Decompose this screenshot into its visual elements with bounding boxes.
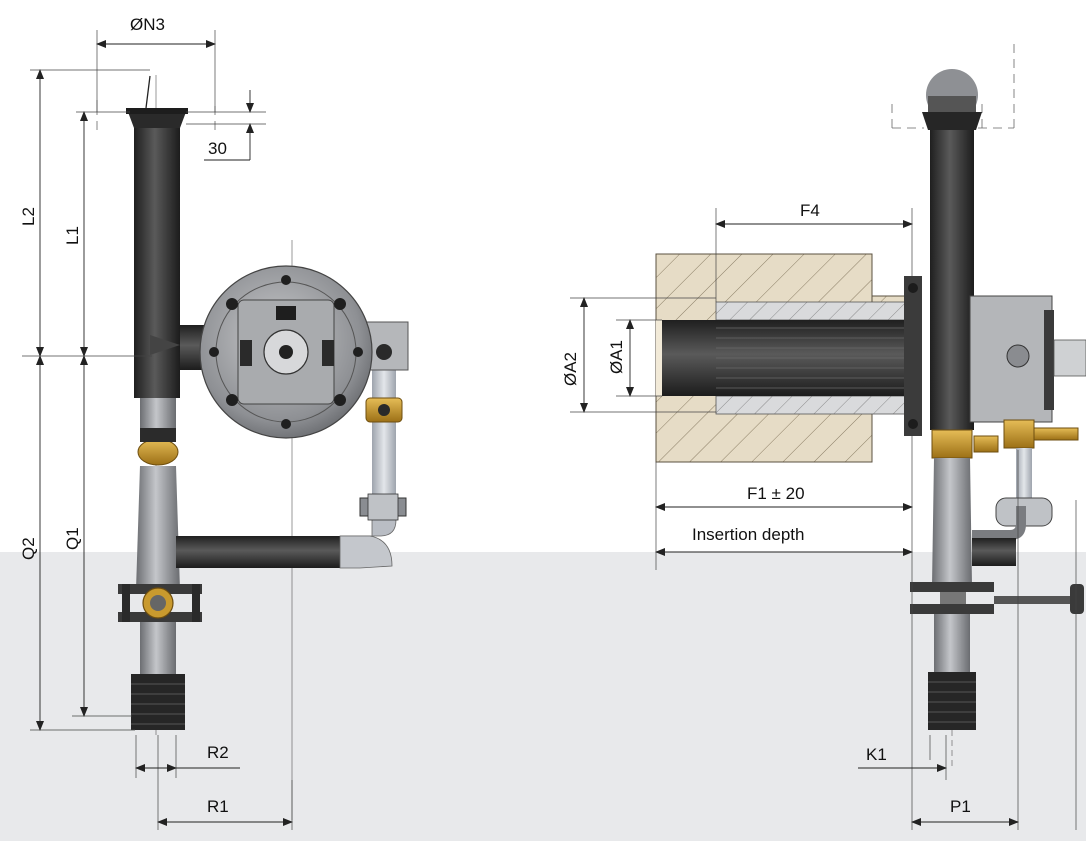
label-a2: ØA2 xyxy=(561,352,580,386)
label-k1: K1 xyxy=(866,745,887,764)
label-a1: ØA1 xyxy=(607,340,626,374)
label-p1: P1 xyxy=(950,797,971,816)
side-view-dimensions xyxy=(570,208,1077,830)
label-insertion-depth: Insertion depth xyxy=(692,525,804,544)
label-r2: R2 xyxy=(207,743,229,762)
label-l1: L1 xyxy=(63,226,82,245)
front-view xyxy=(96,75,409,820)
label-n3: ØN3 xyxy=(130,15,165,34)
label-f1: F1 ± 20 xyxy=(747,484,805,503)
label-f4: F4 xyxy=(800,201,820,220)
side-view xyxy=(655,40,1086,770)
label-30: 30 xyxy=(208,139,227,158)
front-view-dimensions xyxy=(22,30,293,830)
label-l2: L2 xyxy=(19,207,38,226)
label-q1: Q1 xyxy=(63,527,82,550)
label-q2: Q2 xyxy=(19,537,38,560)
label-r1: R1 xyxy=(207,797,229,816)
